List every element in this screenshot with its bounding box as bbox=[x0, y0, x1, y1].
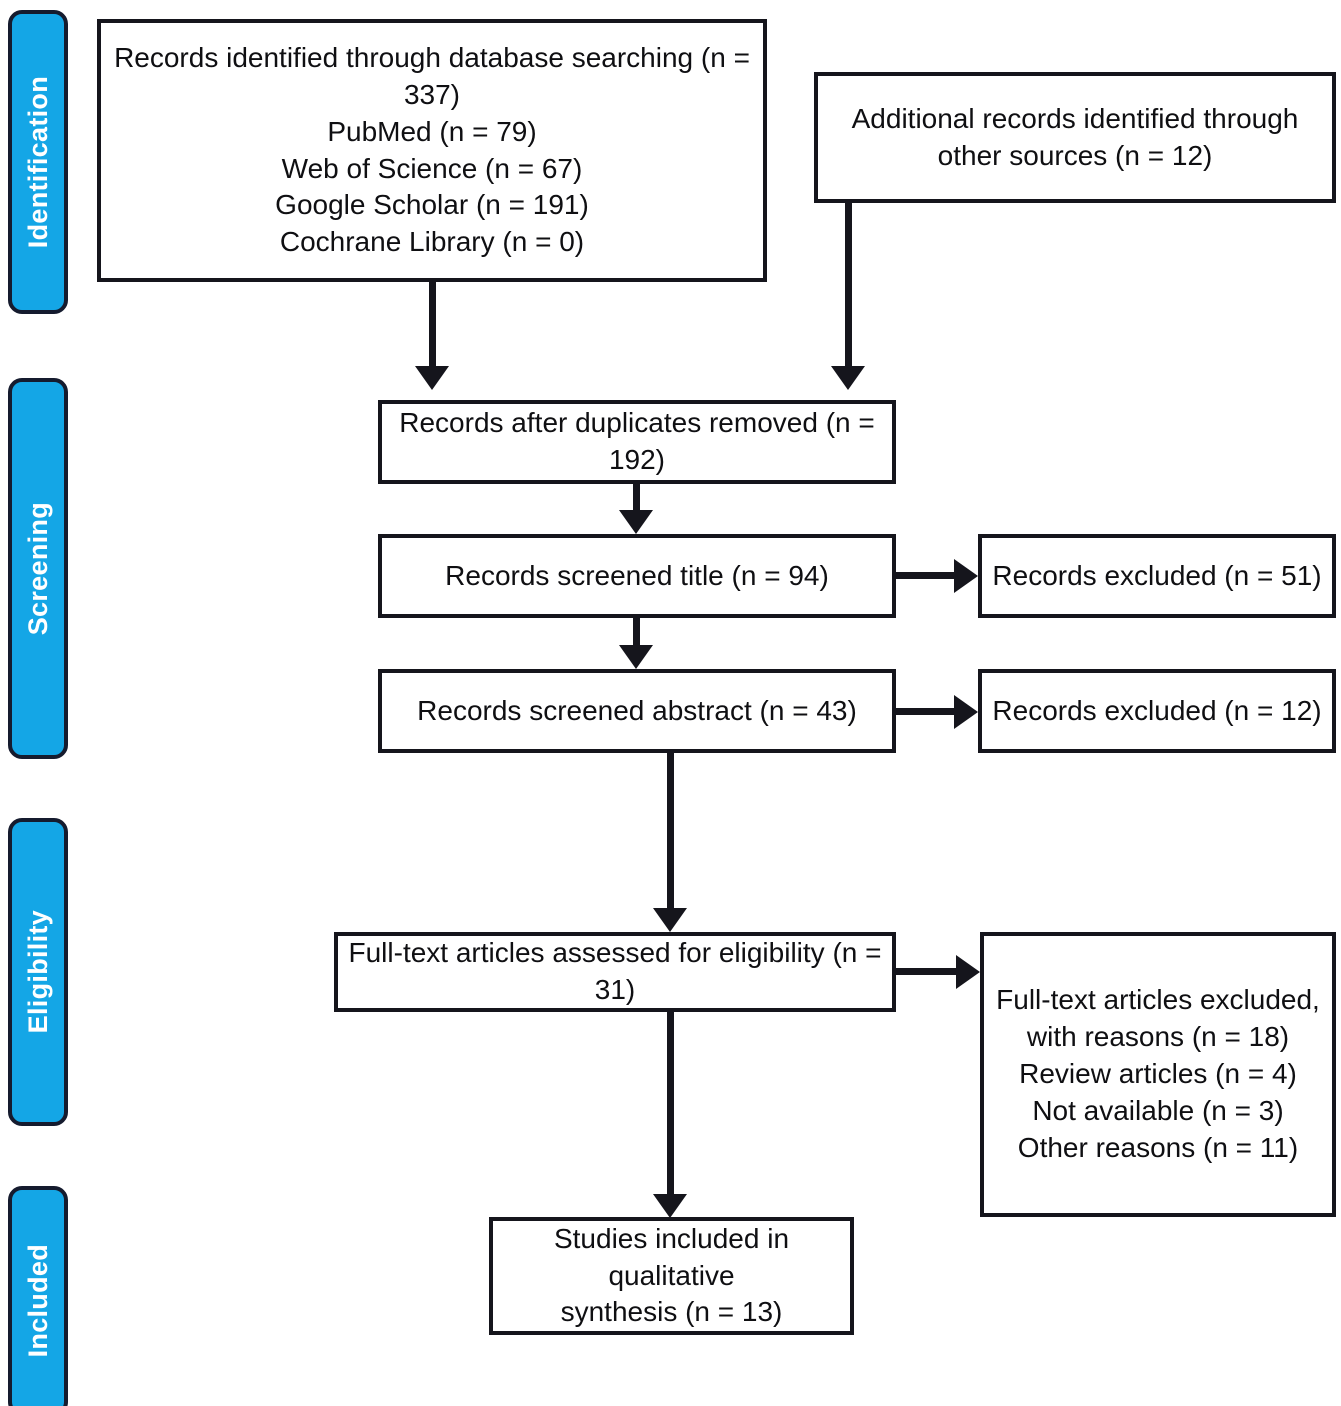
box-records-identified-database-searching: Records identified through database sear… bbox=[97, 19, 767, 282]
box-fulltext-articles-assessed: Full-text articles assessed for eligibil… bbox=[334, 932, 896, 1012]
arrowhead-screened-title-to-screened-abstract bbox=[619, 645, 653, 669]
connector-fulltext-to-included bbox=[667, 1012, 674, 1194]
box-duplicates-text: Records after duplicates removed (n = 19… bbox=[399, 407, 875, 475]
stage-label-included: Included bbox=[22, 1244, 53, 1358]
stage-label-eligibility: Eligibility bbox=[22, 910, 53, 1034]
connector-screened-title-to-excluded bbox=[896, 572, 954, 579]
arrowhead-duplicates-to-screened-title bbox=[619, 510, 653, 534]
box-records-after-duplicates-removed: Records after duplicates removed (n = 19… bbox=[378, 400, 896, 484]
stage-tab-eligibility: Eligibility bbox=[8, 818, 68, 1126]
box-fulltext-articles-excluded: Full-text articles excluded, with reason… bbox=[980, 932, 1336, 1217]
arrowhead-screened-abstract-to-fulltext bbox=[653, 908, 687, 932]
connector-screened-title-to-screened-abstract bbox=[633, 618, 640, 645]
stage-label-identification: Identification bbox=[22, 75, 53, 249]
stage-tab-screening: Screening bbox=[8, 378, 68, 759]
arrowhead-screened-abstract-to-excluded bbox=[954, 695, 978, 729]
arrowhead-fulltext-to-fulltext-excluded bbox=[956, 955, 980, 989]
connector-duplicates-to-screened-title bbox=[633, 484, 640, 510]
box-records-screened-title: Records screened title (n = 94) bbox=[378, 534, 896, 618]
box-screened-abstract-text: Records screened abstract (n = 43) bbox=[417, 694, 857, 726]
box-excluded-title-text: Records excluded (n = 51) bbox=[992, 559, 1322, 591]
stage-tab-identification: Identification bbox=[8, 10, 68, 314]
box-studies-included-qualitative-synthesis: Studies included in qualitative synthesi… bbox=[489, 1217, 854, 1335]
arrowhead-db-search-to-duplicates bbox=[415, 366, 449, 390]
connector-other-sources-to-duplicates bbox=[845, 203, 852, 366]
connector-fulltext-to-fulltext-excluded bbox=[896, 968, 956, 975]
stage-tab-included: Included bbox=[8, 1186, 68, 1406]
connector-screened-abstract-to-fulltext bbox=[667, 753, 674, 908]
stage-label-screening: Screening bbox=[22, 501, 53, 636]
box-db-search-text: Records identified through database sear… bbox=[114, 41, 750, 258]
box-included-studies-text: Studies included in qualitative synthesi… bbox=[553, 1222, 790, 1328]
arrowhead-fulltext-to-included bbox=[653, 1194, 687, 1218]
box-records-excluded-abstract: Records excluded (n = 12) bbox=[978, 669, 1336, 753]
box-screened-title-text: Records screened title (n = 94) bbox=[445, 559, 829, 591]
arrowhead-other-sources-to-duplicates bbox=[831, 366, 865, 390]
connector-db-search-to-duplicates bbox=[429, 282, 436, 366]
connector-screened-abstract-to-excluded bbox=[896, 708, 954, 715]
box-records-screened-abstract: Records screened abstract (n = 43) bbox=[378, 669, 896, 753]
arrowhead-screened-title-to-excluded bbox=[954, 559, 978, 593]
box-additional-records-other-sources: Additional records identified through ot… bbox=[814, 72, 1336, 203]
box-fulltext-assessed-text: Full-text articles assessed for eligibil… bbox=[348, 937, 882, 1005]
box-other-sources-text: Additional records identified through ot… bbox=[851, 102, 1299, 171]
box-excluded-abstract-text: Records excluded (n = 12) bbox=[992, 694, 1322, 726]
box-records-excluded-title: Records excluded (n = 51) bbox=[978, 534, 1336, 618]
box-fulltext-excluded-text: Full-text articles excluded, with reason… bbox=[996, 984, 1320, 1163]
